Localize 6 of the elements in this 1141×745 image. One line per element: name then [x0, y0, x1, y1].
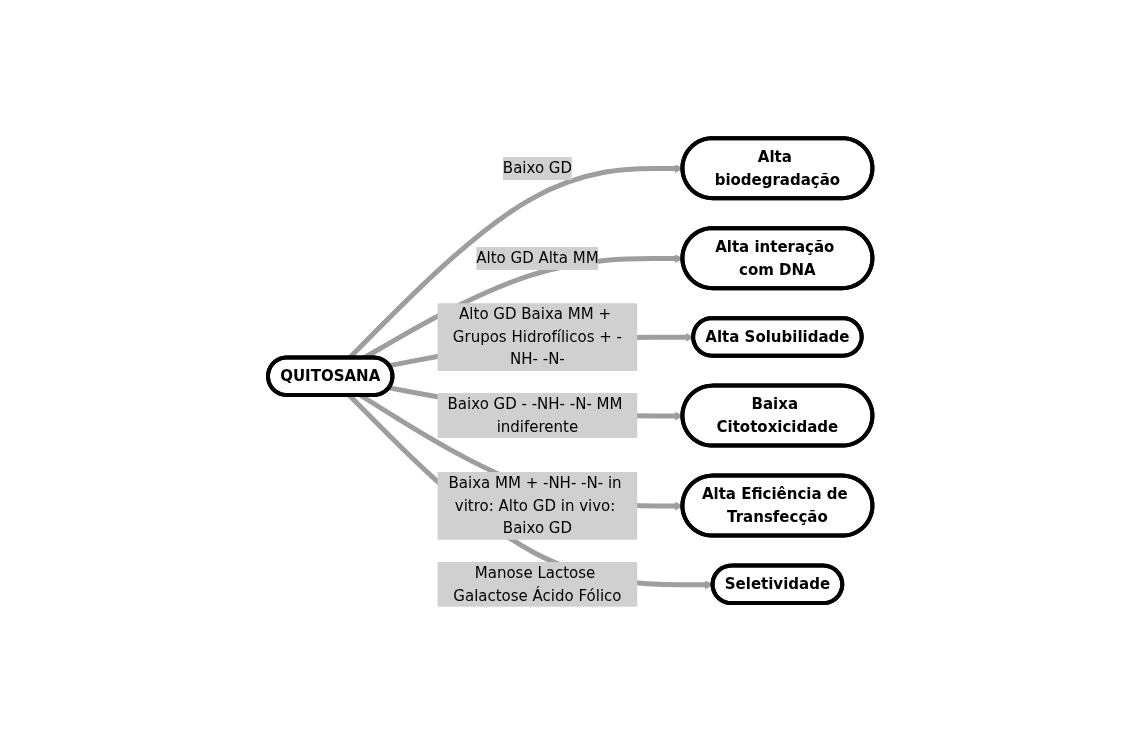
edge-label: Baixo GD - -NH- -N- MM indiferente — [447, 395, 623, 436]
edge-label: Alto GD Alta MM — [476, 248, 599, 267]
edge-label: Baixo GD — [503, 158, 573, 177]
edge-label: Manose Lactose Galactose Ácido Fólico — [453, 563, 622, 605]
edge-label: Alto GD Baixa MM + Grupos Hidrofílicos + -NH- -N- — [453, 305, 623, 369]
edge-label: Baixa MM + -NH- -N- in vitro: Alto GD in vivo: Baixo GD — [448, 473, 622, 537]
